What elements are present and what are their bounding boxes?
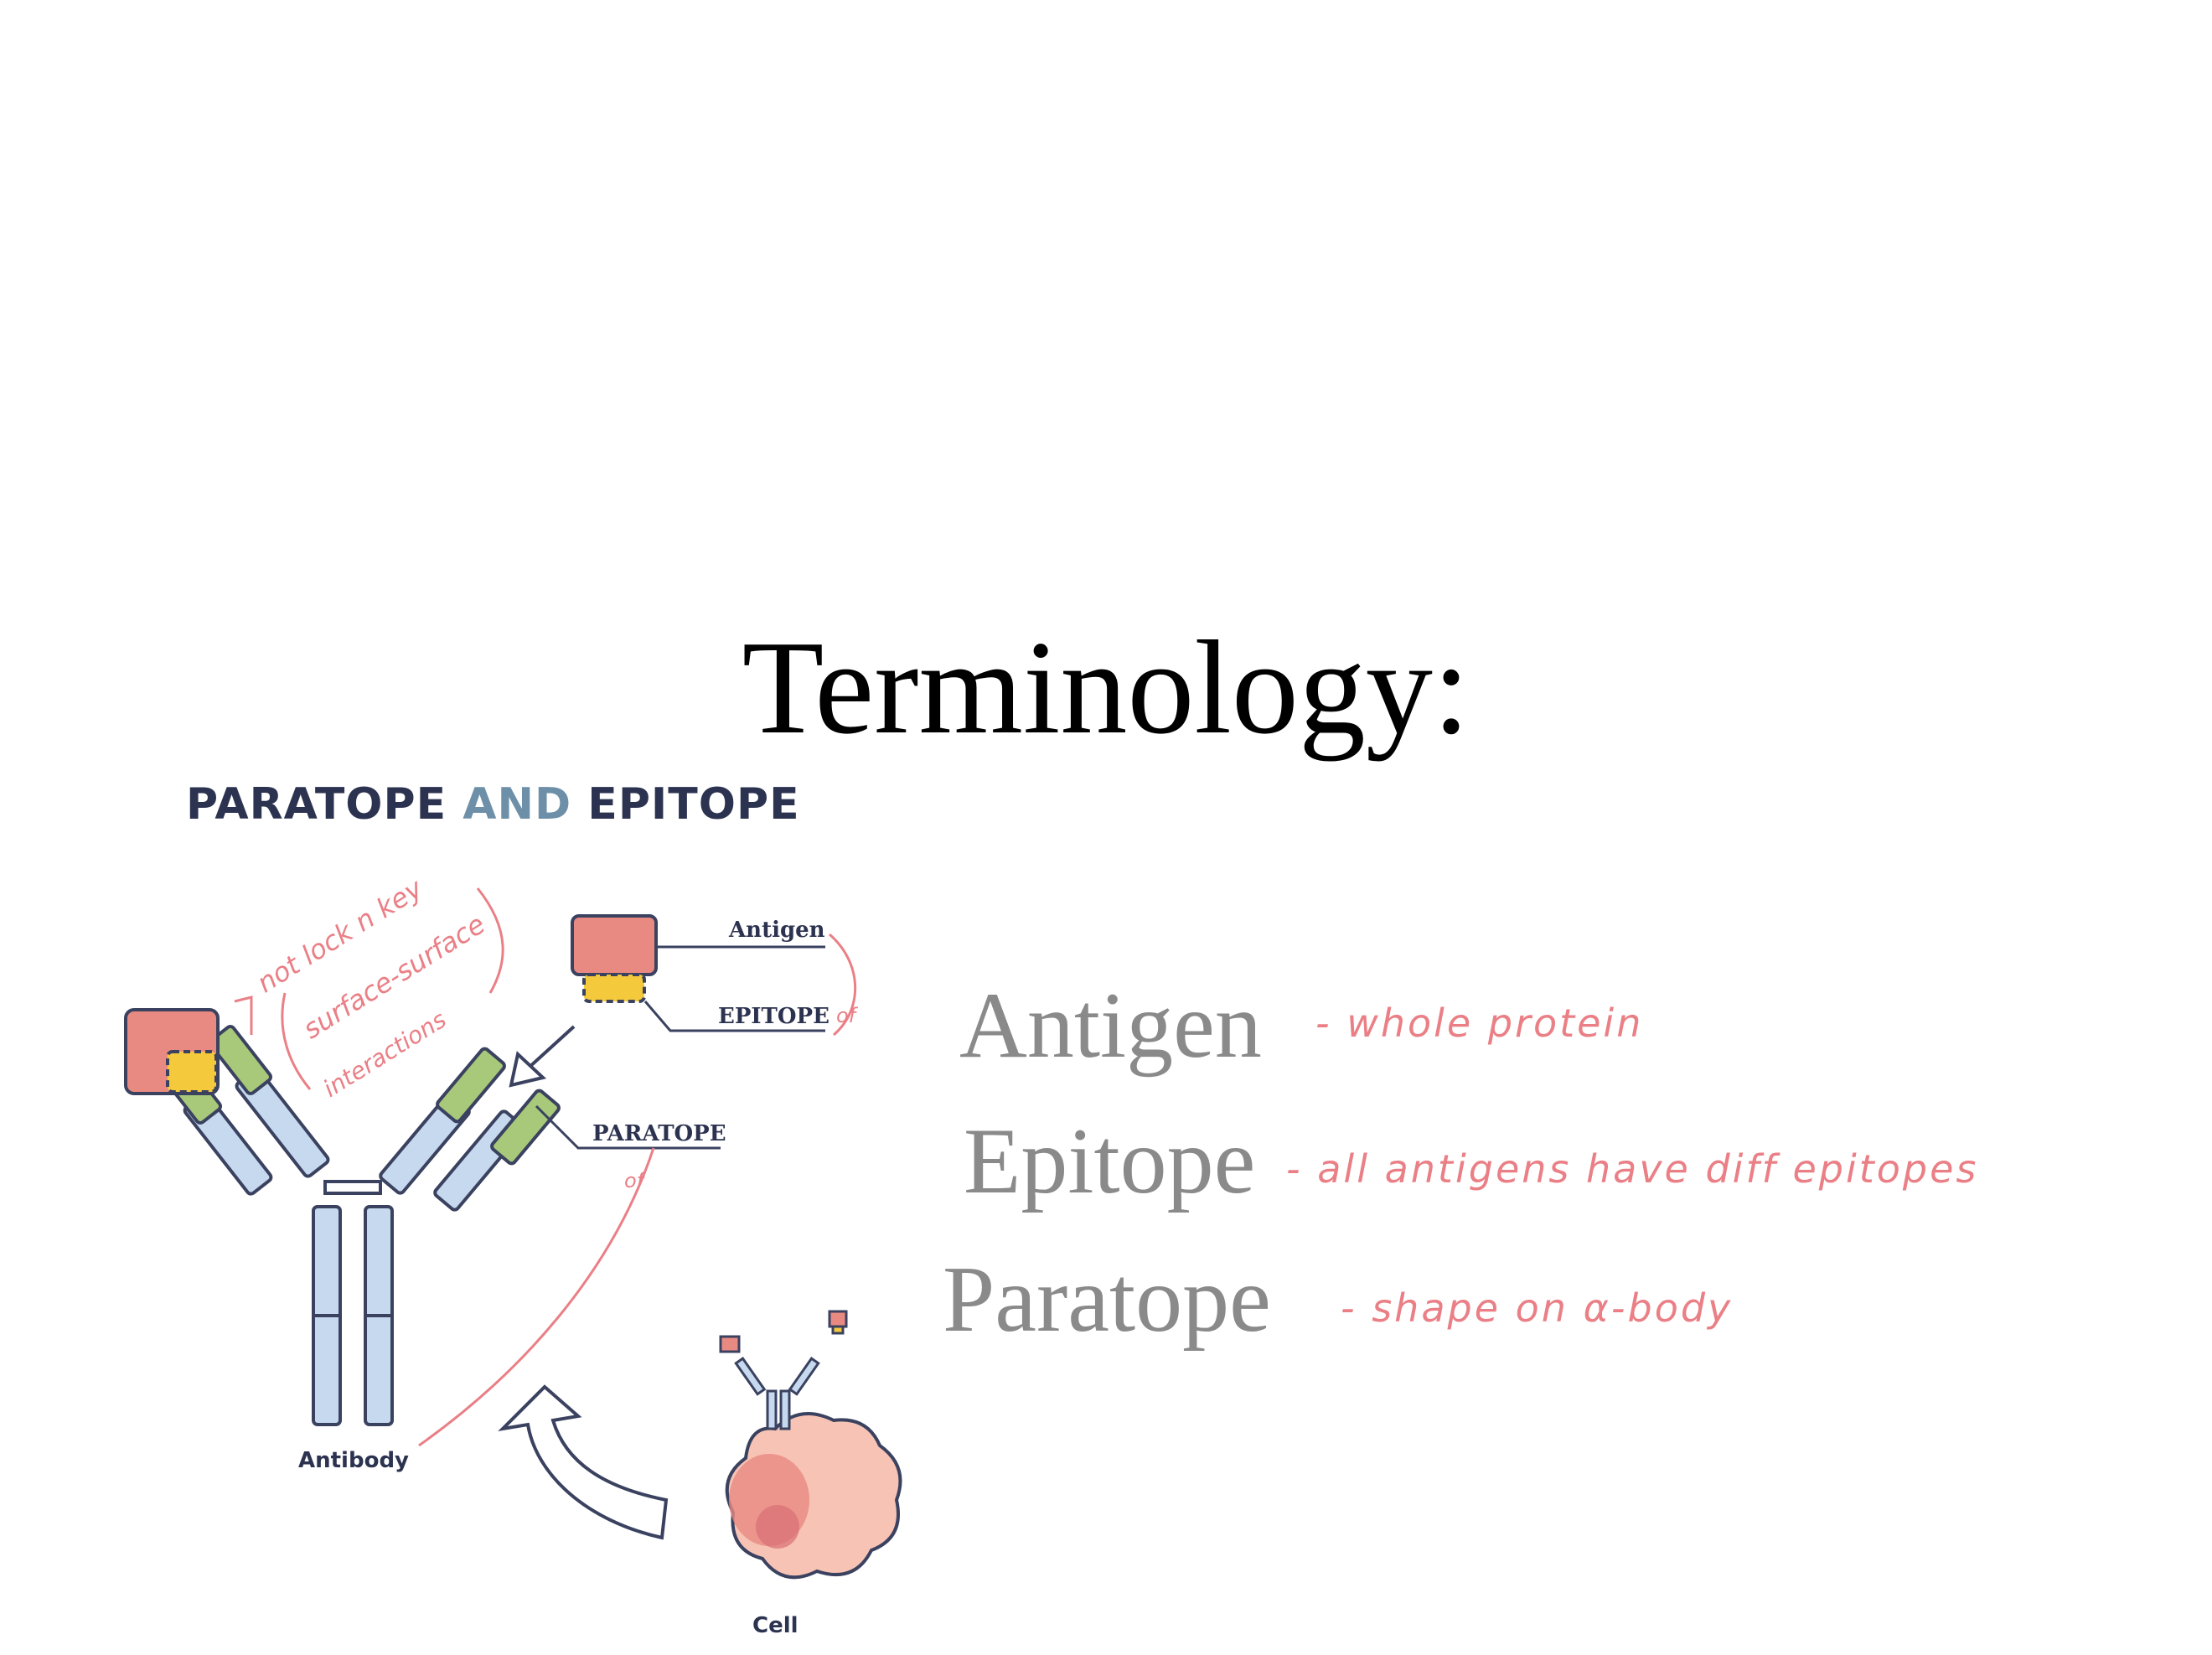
small-antibody	[719, 1310, 848, 1430]
term-antigen: Antigen	[959, 974, 1262, 1078]
handwritten-of-paratope: of	[624, 1169, 644, 1192]
cell	[725, 1412, 902, 1580]
slide-title: Terminology:	[742, 613, 1470, 762]
note-antigen: - whole protein	[1315, 1001, 1644, 1046]
antibody-left-arm	[124, 1008, 330, 1196]
term-epitope: Epitope	[964, 1109, 1256, 1213]
binding-arrow	[509, 1025, 576, 1088]
note-epitope: - all antigens have diff epitopes	[1286, 1146, 1979, 1192]
label-cell: Cell	[752, 1613, 798, 1638]
antigen-block	[571, 914, 658, 1003]
label-antigen: Antigen	[729, 918, 825, 943]
label-epitope: EPITOPE	[718, 1004, 830, 1029]
label-leaders	[535, 945, 825, 1150]
label-antibody: Antibody	[298, 1448, 410, 1473]
term-paratope: Paratope	[943, 1248, 1271, 1352]
note-paratope: - shape on α-body	[1341, 1285, 1734, 1331]
antibody-stem	[312, 1180, 394, 1426]
label-paratope: PARATOPE	[592, 1121, 726, 1146]
antibody-right-arm	[379, 1047, 561, 1212]
cell-to-antibody-arrow	[498, 1384, 669, 1540]
handwritten-of-epitope: of	[836, 1004, 856, 1027]
handwritten-marks	[234, 887, 857, 1447]
